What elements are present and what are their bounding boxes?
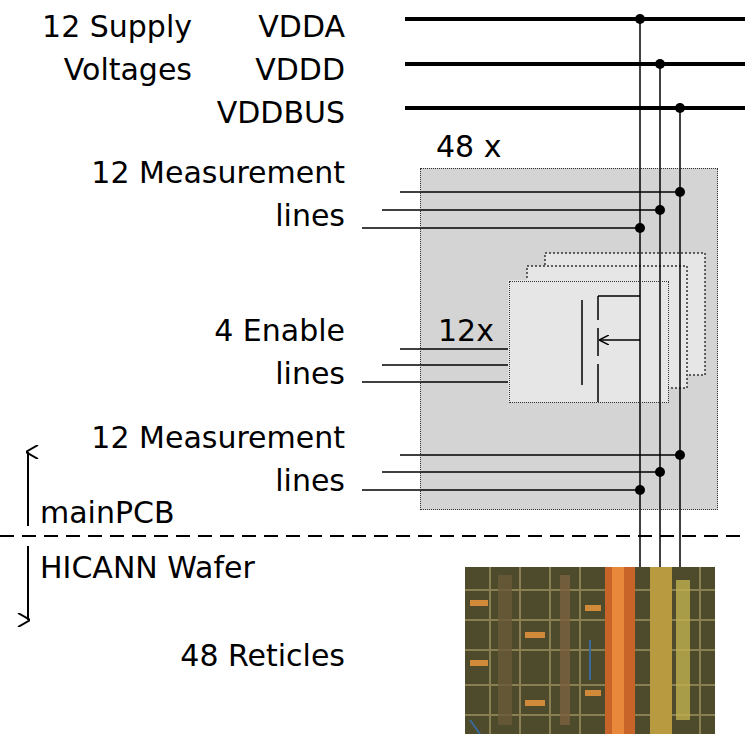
part-label: 48 Reticles xyxy=(45,634,345,677)
supply-wires xyxy=(362,19,680,600)
multiplicity-label: 48 x xyxy=(436,129,501,165)
group-label: 12 Measurement lines xyxy=(45,416,345,502)
signal-name: VDDD xyxy=(145,48,345,91)
supply-rails xyxy=(405,19,745,108)
front-box-fill xyxy=(508,280,668,402)
region-label: HICANN Wafer xyxy=(40,546,340,589)
group-label: 12 Supply Voltages xyxy=(12,5,192,91)
group-label: 12 Measurement lines xyxy=(45,151,345,237)
region-fill xyxy=(420,168,718,510)
wafer-photo xyxy=(465,567,715,734)
group-label: 4 Enable lines xyxy=(145,309,345,395)
replica-region: 48 x12x xyxy=(420,168,718,510)
boundary-line xyxy=(0,535,745,537)
signal-name: VDDBUS xyxy=(145,91,345,134)
up-arrow xyxy=(27,452,29,526)
switch-box: 12x xyxy=(509,281,669,403)
junction-dots xyxy=(635,14,685,495)
down-arrow xyxy=(27,546,29,620)
multiplicity-label: 12x xyxy=(438,313,494,349)
signal-name: VDDA xyxy=(145,5,345,48)
region-label: mainPCB xyxy=(40,491,340,534)
